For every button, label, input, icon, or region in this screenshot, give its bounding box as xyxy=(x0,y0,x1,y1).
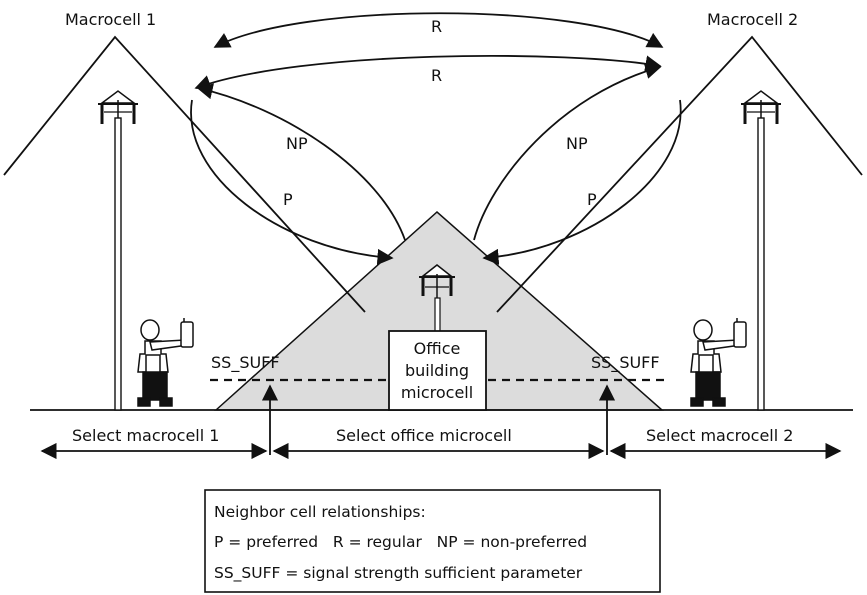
arc-top-r xyxy=(213,12,664,48)
arc-right-p xyxy=(482,99,682,265)
microcell-antenna-icon xyxy=(419,264,455,333)
zone-label-right: Select macrocell 2 xyxy=(646,426,793,445)
office-building-box xyxy=(388,330,487,411)
macrocell-1-coverage-line xyxy=(3,35,366,313)
macrocell-1-tower-icon xyxy=(98,90,138,411)
legend-line-2: P = preferred R = regular NP = non-prefe… xyxy=(214,533,587,551)
macrocell-2-tower-icon xyxy=(741,90,781,411)
macrocell-2-coverage-line xyxy=(496,35,863,313)
office-label-line-2: building xyxy=(405,361,469,380)
label-mid-r: R xyxy=(431,66,442,85)
zone-label-center: Select office microcell xyxy=(336,426,512,445)
ss-suff-label-left: SS_SUFF xyxy=(211,353,280,373)
legend-box xyxy=(204,489,661,593)
ss-suff-label-right: SS_SUFF xyxy=(591,353,660,373)
legend-line-3: SS_SUFF = signal strength sufficient par… xyxy=(214,564,583,583)
arc-left-np xyxy=(196,83,406,241)
label-right-p: P xyxy=(587,190,597,209)
arc-right-np xyxy=(473,63,662,241)
legend-title: Neighbor cell relationships: xyxy=(214,503,426,521)
macrocell-2-label: Macrocell 2 xyxy=(707,10,798,29)
label-left-np: NP xyxy=(286,134,308,153)
label-left-p: P xyxy=(283,190,293,209)
arc-mid-r xyxy=(194,55,662,91)
office-label-line-1: Office xyxy=(414,339,461,358)
macrocell-1-label: Macrocell 1 xyxy=(65,10,156,29)
office-label-line-3: microcell xyxy=(401,383,473,402)
label-right-np: NP xyxy=(566,134,588,153)
label-top-r: R xyxy=(431,17,442,36)
mobile-user-left-icon xyxy=(137,318,194,407)
zone-label-left: Select macrocell 1 xyxy=(72,426,219,445)
mobile-user-right-icon xyxy=(690,318,747,407)
arc-left-p xyxy=(190,99,394,266)
